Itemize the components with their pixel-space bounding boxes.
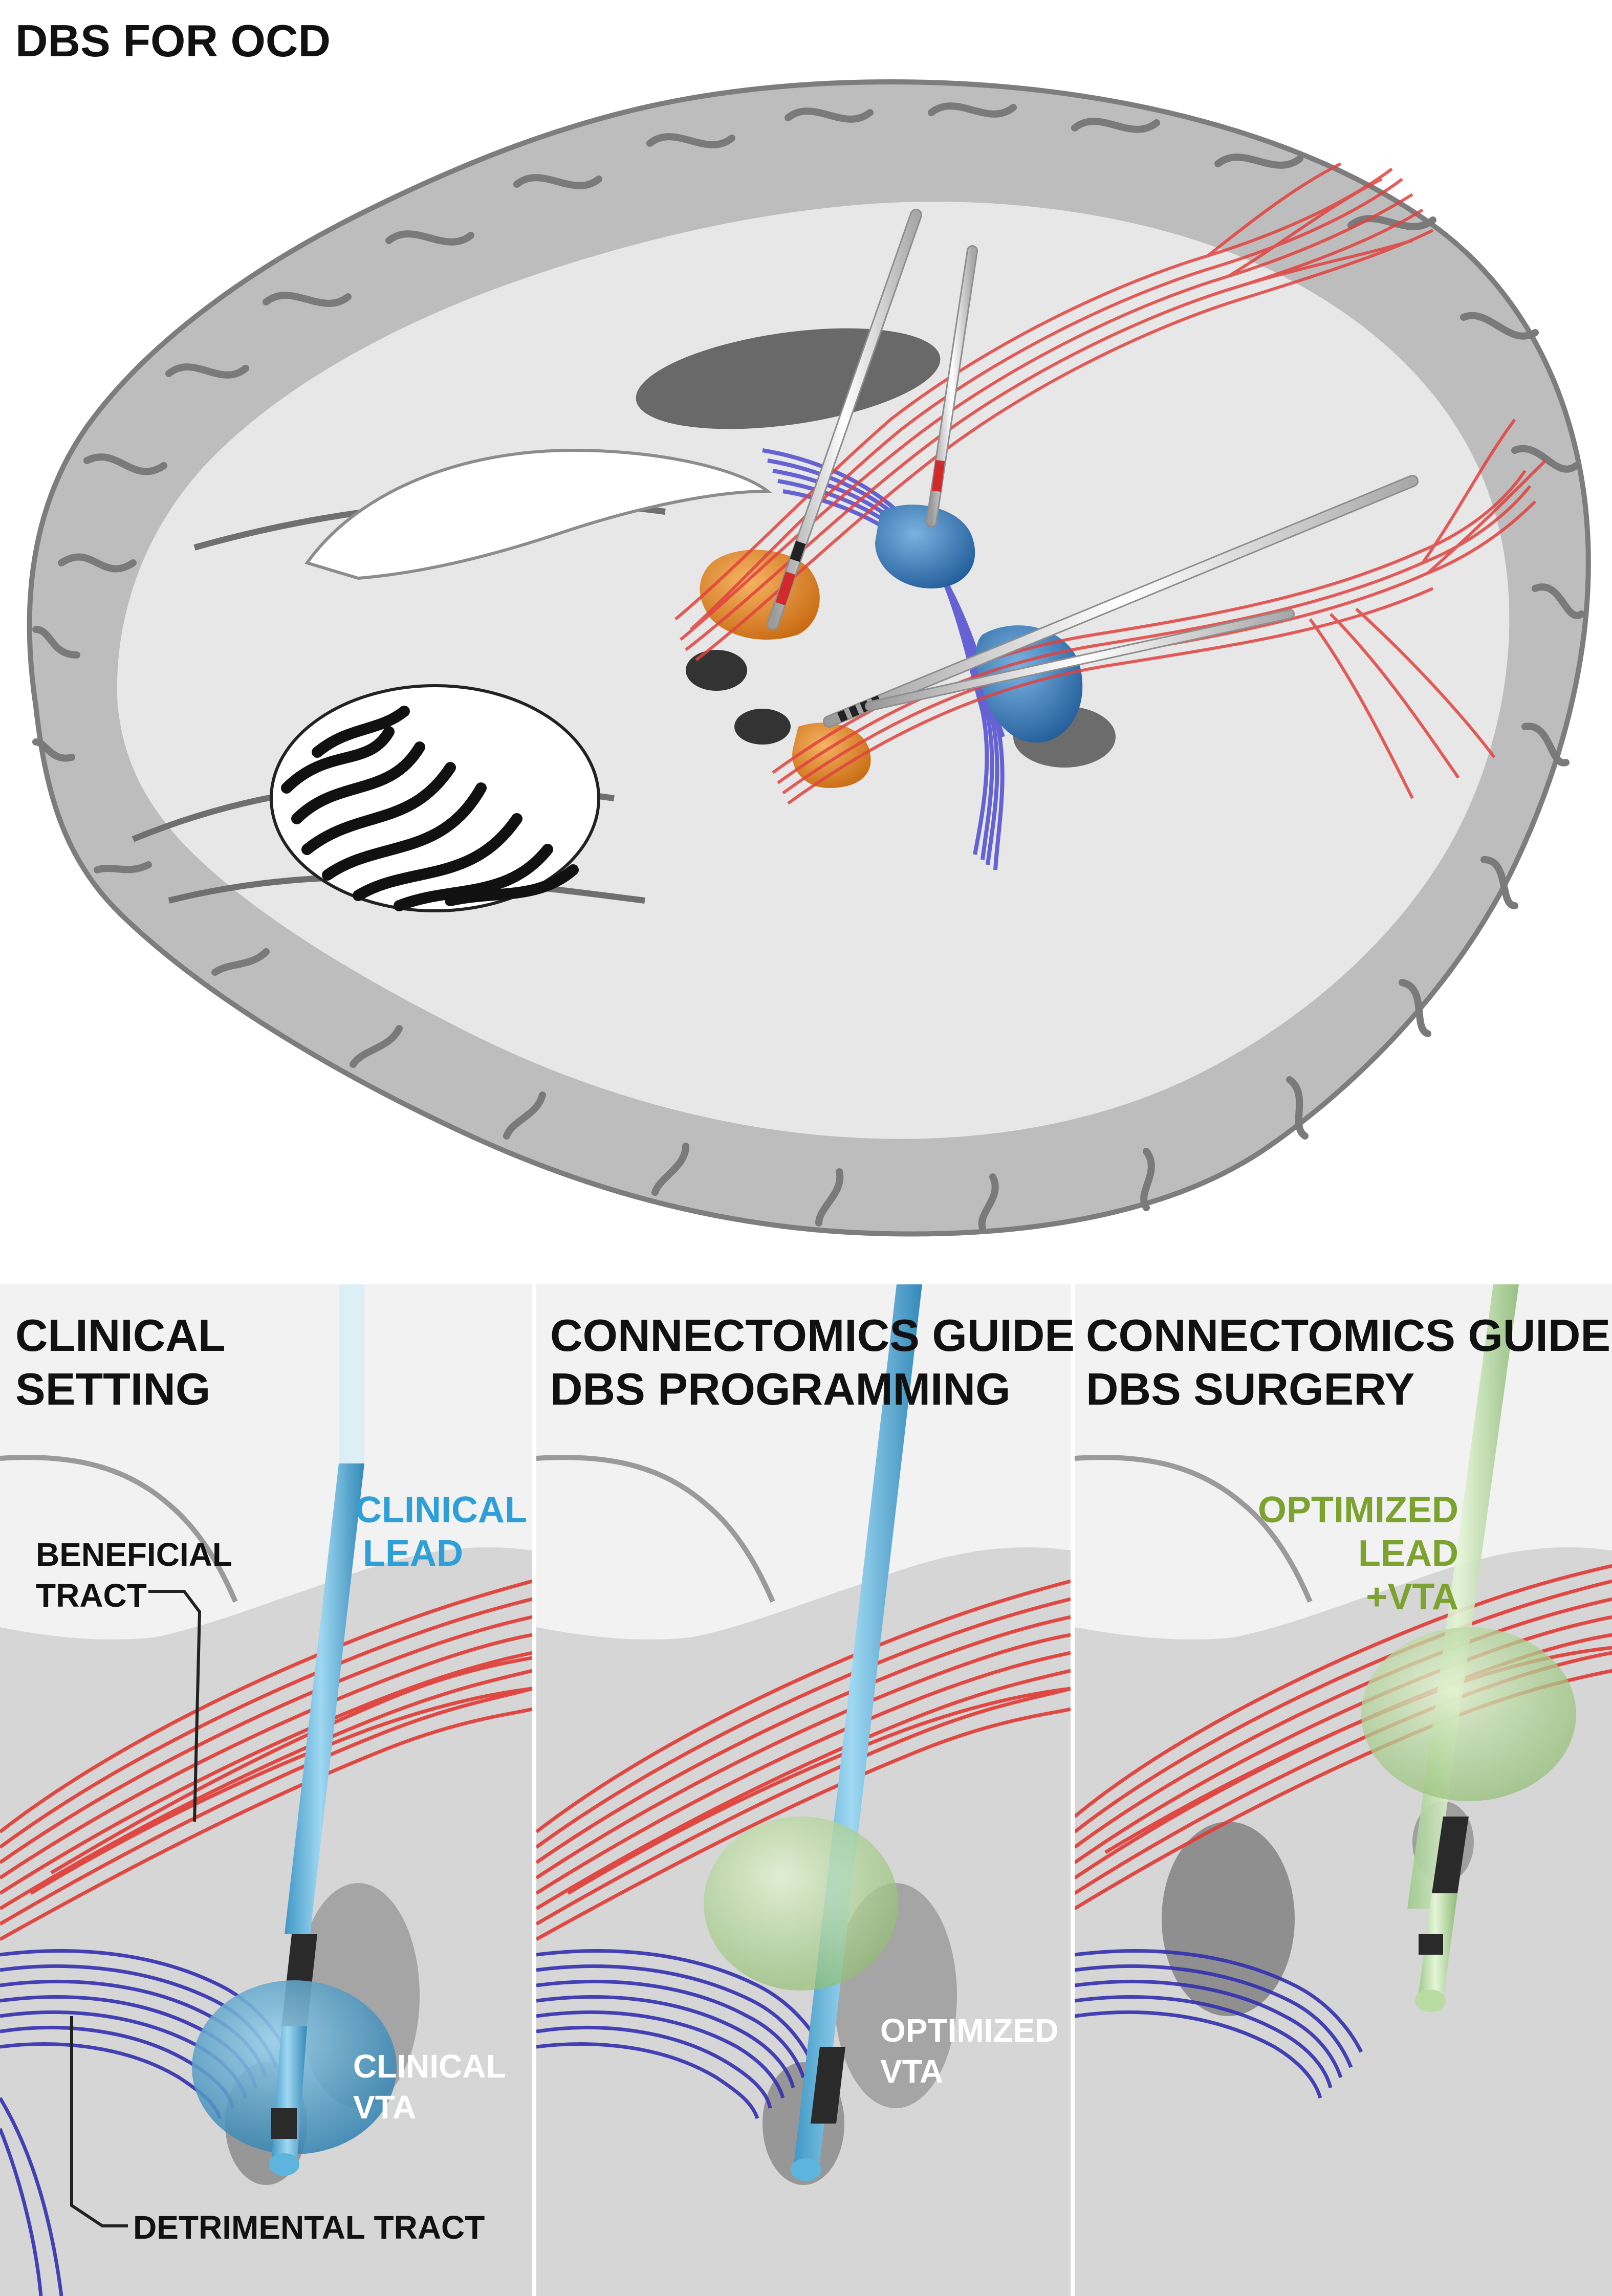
clinical-vta-label-2: VTA [353,2089,416,2126]
figure-title: DBS FOR OCD [15,15,331,66]
clinical-lead-p2 [704,1284,922,2181]
beneficial-callout-line [148,1590,202,1822]
optimized-lead-label-1: OPTIMIZED [1258,1490,1458,1530]
panel3-title-line2: DBS SURGERY [1086,1364,1414,1414]
clinical-lead-label-2: LEAD [363,1533,463,1574]
beneficial-tract-label-1: BENEFICIAL [36,1536,232,1573]
cerebellum [270,684,600,912]
beneficial-tract-label-2: TRACT [36,1577,147,1614]
dbs-lead-top-2 [926,245,978,528]
ventricle [304,448,772,580]
detrimental-tract-p2 [536,1949,826,2119]
clinical-vta-label-1: CLINICAL [353,2048,506,2085]
brain-section [27,79,1591,1237]
dbs-lead-top-4 [865,609,1295,711]
dbs-lead-top-1 [767,209,922,630]
optimized-vta-p3 [1361,1627,1576,1801]
clinical-lead-label-1: CLINICAL [355,1490,527,1530]
optimized-lead-p3 [1361,1284,1576,2012]
detrimental-callout-line [70,2016,128,2227]
optimized-lead-label-3: +VTA [1366,1577,1458,1617]
panel3-title-line1: CONNECTOMICS GUIDE [1086,1310,1610,1361]
panel-connectomics-surgery [1075,1284,1612,2296]
panel2-title-line2: DBS PROGRAMMING [550,1364,1011,1414]
clinical-lead-p1 [192,1284,397,2176]
optimized-vta-label-1: OPTIMIZED [880,2012,1058,2049]
beneficial-tract-top [674,162,1547,805]
optimized-vta-label-2: VTA [880,2053,943,2090]
panel1-title-line1: CLINICAL [15,1310,226,1361]
optimized-vta-p2 [704,1817,898,1991]
panel1-title-line2: SETTING [15,1364,210,1414]
panel2-title-line1: CONNECTOMICS GUIDE [550,1310,1075,1361]
detrimental-tract-p3 [1075,1949,1363,2099]
target-blue-upper [875,505,975,588]
optimized-lead-label-2: LEAD [1358,1533,1458,1574]
detrimental-tract-label: DETRIMENTAL TRACT [133,2209,485,2246]
